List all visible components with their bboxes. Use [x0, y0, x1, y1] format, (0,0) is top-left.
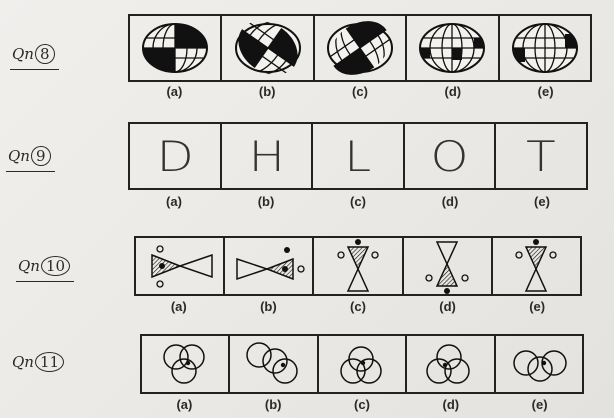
globe-icon: [509, 20, 581, 76]
option-label[interactable]: (d): [404, 194, 496, 209]
hourglass-icon: [417, 238, 477, 294]
question-8-figures: [128, 14, 592, 82]
letter-figure: T: [526, 132, 556, 181]
option-e-figure[interactable]: T: [496, 124, 586, 188]
globe-icon: [232, 20, 304, 76]
option-b-figure[interactable]: [222, 16, 314, 80]
option-c-figure[interactable]: [315, 16, 407, 80]
letter-figure: O: [431, 132, 469, 181]
question-prefix: Qn: [12, 353, 34, 371]
option-label[interactable]: (a): [140, 397, 229, 412]
option-label[interactable]: (c): [313, 299, 403, 314]
option-label[interactable]: (b): [224, 299, 314, 314]
option-label[interactable]: (b): [229, 397, 318, 412]
question-number: 11: [35, 352, 64, 372]
question-prefix: Qn: [8, 147, 30, 165]
question-number: 9: [31, 146, 51, 166]
hourglass-icon: [506, 239, 566, 293]
option-label[interactable]: (c): [312, 194, 404, 209]
option-label[interactable]: (b): [221, 84, 314, 99]
hourglass-icon: [328, 239, 388, 293]
option-d-figure[interactable]: [404, 238, 493, 294]
option-label[interactable]: (c): [314, 84, 407, 99]
letter-figure: L: [345, 132, 372, 181]
option-d-figure[interactable]: [407, 16, 499, 80]
option-e-figure[interactable]: [496, 336, 582, 392]
globe-icon: [139, 20, 211, 76]
option-label[interactable]: (d): [403, 299, 493, 314]
option-c-figure[interactable]: [314, 238, 403, 294]
option-e-figure[interactable]: [500, 16, 590, 80]
option-label[interactable]: (e): [492, 299, 582, 314]
hourglass-icon: [140, 239, 220, 293]
hourglass-icon: [229, 239, 309, 293]
overlapping-circles-icon: [239, 337, 309, 391]
question-10-option-labels: (a) (b) (c) (d) (e): [134, 299, 582, 314]
option-label[interactable]: (e): [496, 194, 588, 209]
option-d-figure[interactable]: O: [405, 124, 497, 188]
question-11-figures: [140, 334, 584, 394]
option-e-figure[interactable]: [493, 238, 580, 294]
globe-icon: [416, 20, 488, 76]
globe-icon: [324, 20, 396, 76]
option-c-figure[interactable]: L: [313, 124, 405, 188]
question-number: 10: [41, 256, 70, 276]
question-9-option-labels: (a) (b) (c) (d) (e): [128, 194, 588, 209]
option-label[interactable]: (c): [318, 397, 407, 412]
option-label[interactable]: (e): [495, 397, 584, 412]
option-a-figure[interactable]: D: [130, 124, 222, 188]
question-8-option-labels: (a) (b) (c) (d) (e): [128, 84, 592, 99]
option-b-figure[interactable]: [225, 238, 314, 294]
question-number: 8: [35, 44, 55, 64]
question-10-figures: [134, 236, 582, 296]
letter-figure: H: [248, 132, 284, 181]
option-b-figure[interactable]: H: [222, 124, 314, 188]
option-d-figure[interactable]: [407, 336, 495, 392]
option-a-figure[interactable]: [142, 336, 230, 392]
question-prefix: Qn: [18, 257, 40, 275]
option-label[interactable]: (d): [406, 397, 495, 412]
overlapping-circles-icon: [415, 337, 485, 391]
option-label[interactable]: (a): [128, 194, 220, 209]
option-label[interactable]: (e): [499, 84, 592, 99]
overlapping-circles-icon: [504, 337, 574, 391]
option-a-figure[interactable]: [136, 238, 225, 294]
question-9-figures: D H L O T: [128, 122, 588, 190]
overlapping-circles-icon: [327, 337, 397, 391]
option-label[interactable]: (a): [128, 84, 221, 99]
letter-figure: D: [156, 132, 193, 181]
option-label[interactable]: (b): [220, 194, 312, 209]
question-prefix: Qn: [12, 45, 34, 63]
question-11-option-labels: (a) (b) (c) (d) (e): [140, 397, 584, 412]
option-label[interactable]: (a): [134, 299, 224, 314]
option-b-figure[interactable]: [230, 336, 318, 392]
option-c-figure[interactable]: [319, 336, 407, 392]
overlapping-circles-icon: [150, 337, 220, 391]
option-a-figure[interactable]: [130, 16, 222, 80]
option-label[interactable]: (d): [406, 84, 499, 99]
